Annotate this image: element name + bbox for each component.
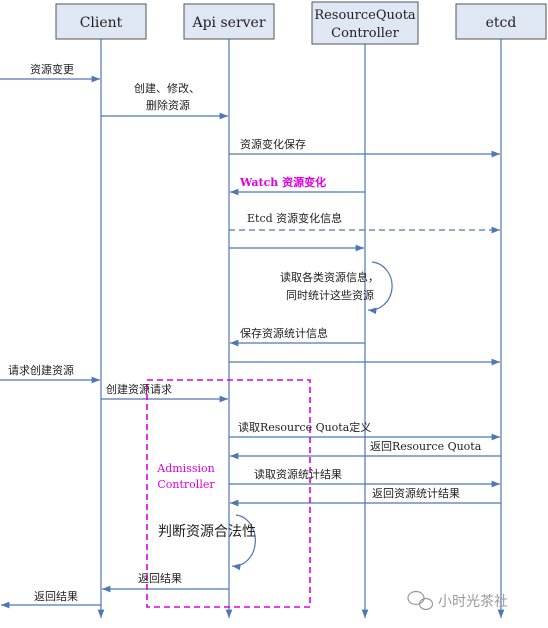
admission-controller-box [146,379,311,608]
msg-label-12: 读取资源统计结果 [254,467,342,481]
msg-label-2-line1: 创建、修改、 [134,81,200,95]
msg-label-3: 资源变化保存 [240,137,306,151]
self-loop-rqc [367,261,393,315]
admission-label-line2: Controller [157,478,215,491]
msg-label-6-line1: 读取各类资源信息， [280,270,379,284]
msg-label-16: 返回结果 [34,590,78,603]
msg-label-8: 请求创建资源 [8,363,74,377]
msg-label-10: 读取Resource Quota定义 [238,420,371,434]
participant-rqc-label-line2: Controller [331,26,399,41]
msg-label-1: 资源变更 [30,62,74,76]
self-loop-api [231,514,256,571]
msg-label-5: Etcd 资源变化信息 [247,211,342,225]
msg-label-11: 返回Resource Quota [370,440,482,453]
msg-label-6-line2: 同时统计这些资源 [286,288,374,302]
msg-label-7: 保存资源统计信息 [240,326,328,340]
participant-api-server-label: Api server [191,15,265,31]
participant-client-label: Client [80,15,123,31]
msg-label-4: Watch 资源变化 [239,175,326,189]
participant-client: Client [55,3,147,40]
msg-label-9: 创建资源请求 [106,382,172,396]
participant-etcd: etcd [455,3,547,40]
msg-label-14: 判断资源合法性 [158,524,256,540]
wechat-icon [407,590,434,611]
watermark-text: 小时光茶社 [438,594,508,610]
participant-resourcequota-controller: ResourceQuota Controller [311,1,419,45]
msg-label-2-line2: 删除资源 [146,98,190,112]
msg-label-13: 返回资源统计结果 [372,486,460,500]
watermark: 小时光茶社 [407,590,508,611]
participant-rqc-label-line1: ResourceQuota [314,8,416,23]
admission-label-line1: Admission [156,462,214,475]
participant-api-server: Api server [183,3,275,40]
participant-etcd-label: etcd [486,15,517,31]
msg-label-15: 返回结果 [138,572,182,585]
lifelines [97,38,505,618]
